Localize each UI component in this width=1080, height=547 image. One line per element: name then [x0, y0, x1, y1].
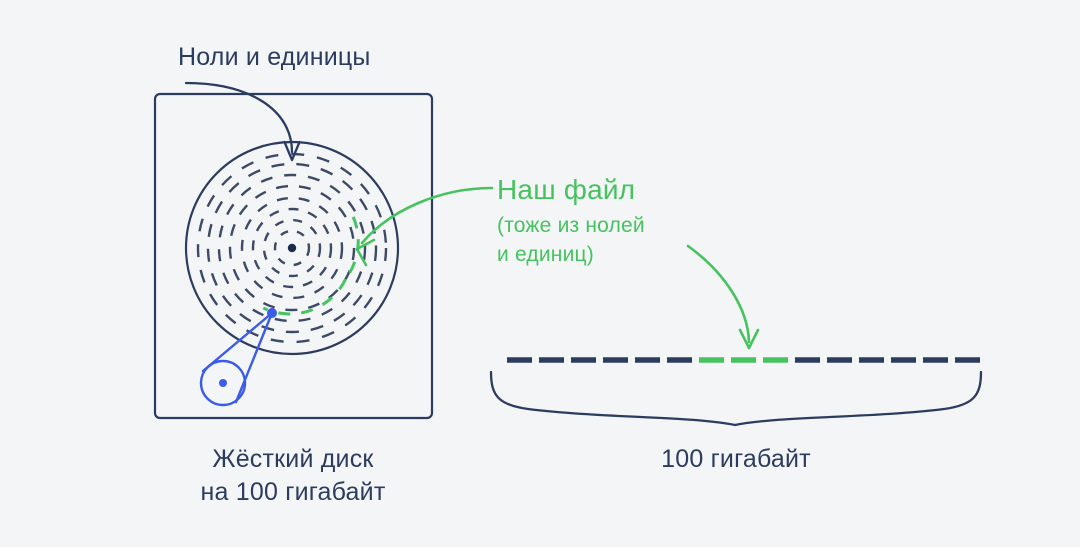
- tape-caption: 100 гигабайт: [661, 445, 811, 473]
- hard-disk-enclosure: [153, 92, 434, 420]
- bits-label: Ноли и единицы: [178, 43, 371, 71]
- file-title: Наш файл: [497, 174, 636, 205]
- bits-callout-arrow: [184, 81, 301, 162]
- magnifier-source-dot: [267, 308, 277, 318]
- disk-tracks: [196, 152, 388, 344]
- file-subtitle-line1: (тоже из нолей: [497, 214, 645, 237]
- tape-brace: [489, 370, 983, 427]
- disk-caption-line1: Жёсткий диск: [212, 445, 374, 473]
- disk-caption-line2: на 100 гигабайт: [200, 478, 386, 506]
- magnifier-callout: [199, 308, 277, 407]
- file-to-tape-arrow: [686, 244, 760, 350]
- magnifier-lens-dot: [219, 379, 227, 387]
- disk-spindle-dot: [287, 243, 297, 253]
- file-subtitle-line2: и единиц): [497, 243, 594, 266]
- file-to-disk-arrow: [355, 186, 494, 267]
- magnifier-lens: [199, 359, 247, 407]
